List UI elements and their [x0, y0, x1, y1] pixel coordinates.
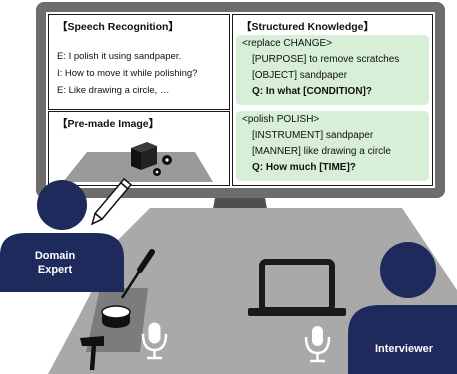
knowledge-question: Q: In what [CONDITION]?	[252, 86, 372, 97]
speech-recognition-title: 【Speech Recognition】	[57, 21, 179, 33]
speech-recognition-panel: 【Speech Recognition】 E: I polish it usin…	[48, 14, 230, 110]
cube-object	[131, 142, 157, 170]
transcript-line: I: How to move it while polishing?	[57, 68, 198, 79]
knowledge-slot: [OBJECT] sandpaper	[252, 70, 348, 81]
interviewer-body	[348, 305, 457, 374]
expert-head	[37, 180, 87, 230]
knowledge-slot: [INSTRUMENT] sandpaper	[252, 130, 374, 141]
premade-image-title: 【Pre-made Image】	[57, 118, 160, 130]
knowledge-slot: [PURPOSE] to remove scratches	[252, 54, 400, 65]
domain-expert-label-line: Expert	[37, 264, 73, 276]
knowledge-frame: <replace CHANGE>	[242, 38, 333, 49]
domain-expert-label-line: Domain	[34, 250, 76, 262]
premade-scene-illustration	[63, 142, 213, 182]
knowledge-slot: [MANNER] like drawing a circle	[252, 146, 391, 157]
interviewer-head	[380, 242, 436, 298]
structured-knowledge-title: 【Structured Knowledge】	[241, 21, 375, 33]
gear-icon	[153, 155, 172, 176]
knowledge-question: Q: How much [TIME]?	[252, 162, 356, 173]
transcript-line: E: Like drawing a circle, …	[57, 85, 170, 96]
knowledge-frame: <polish POLISH>	[242, 114, 320, 125]
structured-knowledge-panel: 【Structured Knowledge】 <replace CHANGE> …	[232, 14, 433, 186]
monitor-screen: 【Speech Recognition】 E: I polish it usin…	[46, 12, 435, 188]
domain-expert-label: Domain Expert	[10, 249, 100, 277]
knowledge-box-polish: <polish POLISH> [INSTRUMENT] sandpaper […	[236, 111, 429, 181]
knowledge-box-replace: <replace CHANGE> [PURPOSE] to remove scr…	[236, 35, 429, 105]
interviewer-label: Interviewer	[374, 343, 434, 355]
premade-image-panel: 【Pre-made Image】	[48, 111, 230, 186]
expert-body	[0, 233, 124, 292]
transcript-line: E: I polish it using sandpaper.	[57, 51, 182, 62]
